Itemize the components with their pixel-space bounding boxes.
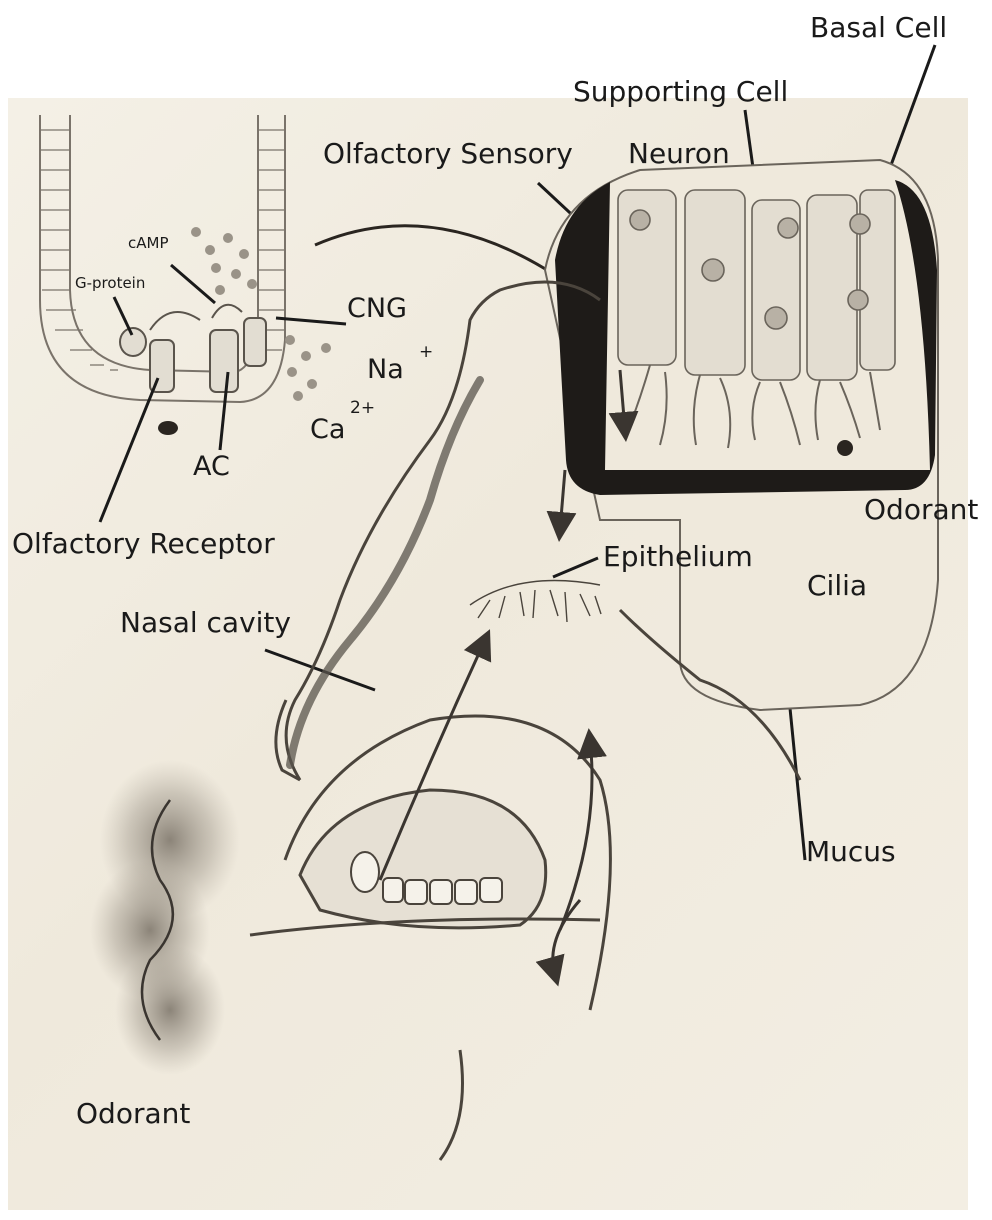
label-na: Na	[367, 356, 404, 383]
label-camp: cAMP	[128, 236, 169, 251]
label-g-protein: G-protein	[75, 276, 145, 291]
sensory-cells	[618, 190, 895, 380]
label-ca-charge: 2+	[350, 400, 375, 417]
odorant-smoke	[90, 760, 240, 1075]
label-nasal-cavity: Nasal cavity	[120, 609, 291, 637]
label-ac: AC	[193, 453, 230, 480]
label-basal-cell: Basal Cell	[810, 14, 947, 42]
label-odorant-inset: Odorant	[864, 496, 978, 524]
label-neuron: Neuron	[628, 140, 730, 168]
odorant-molecule-inset	[837, 440, 853, 456]
odorant-molecule	[158, 421, 178, 435]
label-cilia: Cilia	[807, 572, 867, 600]
label-ca: Ca	[310, 416, 345, 443]
label-mucus: Mucus	[806, 838, 896, 866]
label-odorant-cloud: Odorant	[76, 1100, 190, 1128]
label-na-charge: +	[419, 344, 433, 361]
membrane-proteins	[120, 305, 266, 392]
label-cng: CNG	[347, 295, 407, 322]
label-epithelium: Epithelium	[603, 543, 753, 571]
epithelium-tuft	[470, 581, 601, 623]
label-supporting-cell: Supporting Cell	[573, 78, 788, 106]
label-olfactory-receptor: Olfactory Receptor	[12, 530, 275, 558]
inset-connector	[315, 226, 555, 275]
label-olfactory-sensory: Olfactory Sensory	[323, 140, 573, 168]
